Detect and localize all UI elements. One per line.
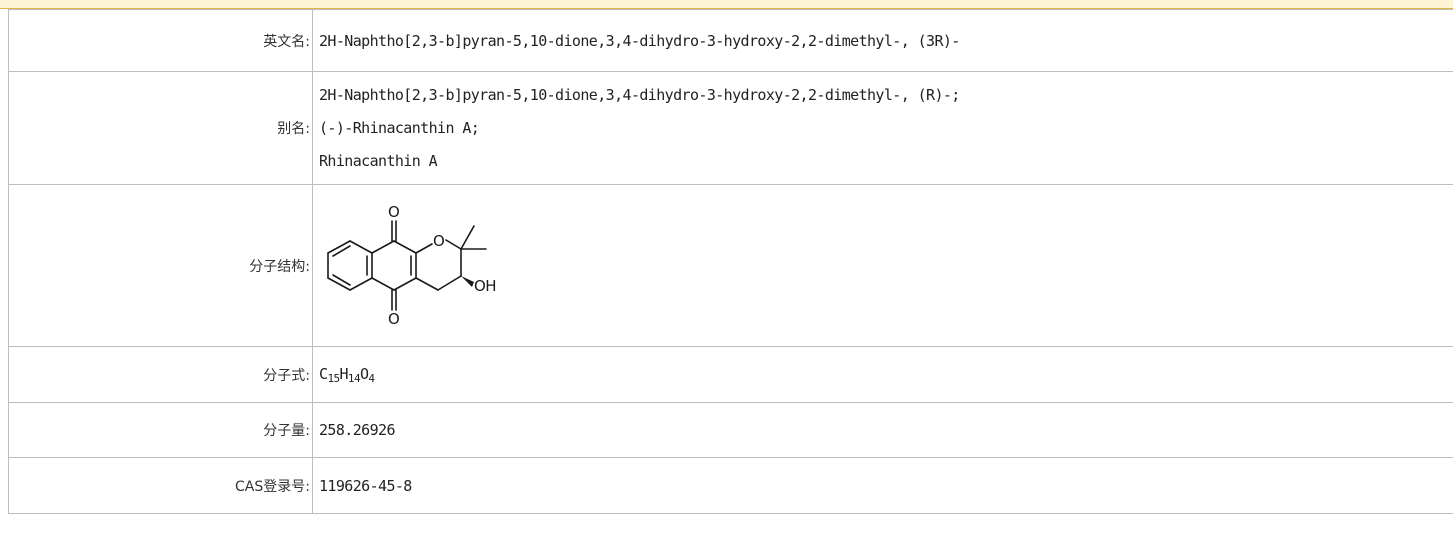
row-cas: CAS登录号: 119626-45-8 bbox=[8, 457, 1453, 514]
synonym-item: Rhinacanthin A bbox=[319, 151, 438, 170]
row-synonyms: 别名: 2H-Naphtho[2,3-b]pyran-5,10-dione,3,… bbox=[8, 71, 1453, 185]
formula-element: O bbox=[359, 364, 369, 383]
cas-label: CAS登录号: bbox=[8, 457, 313, 514]
formula-count: 14 bbox=[347, 371, 361, 385]
synonym-item: (-)-Rhinacanthin A; bbox=[319, 118, 480, 137]
structure-cell: O O O OH bbox=[312, 184, 1453, 347]
atom-oxygen-ring: O bbox=[433, 232, 444, 250]
english-name-label: 英文名: bbox=[8, 9, 313, 72]
molecular-structure-image: O O O OH bbox=[327, 203, 496, 328]
english-name-value: 2H-Naphtho[2,3-b]pyran-5,10-dione,3,4-di… bbox=[312, 9, 1453, 72]
molecular-weight-label: 分子量: bbox=[8, 402, 313, 458]
row-english-name: 英文名: 2H-Naphtho[2,3-b]pyran-5,10-dione,3… bbox=[8, 9, 1453, 72]
compound-info-table: 英文名: 2H-Naphtho[2,3-b]pyran-5,10-dione,3… bbox=[8, 9, 1453, 514]
row-formula: 分子式: C15H14O4 bbox=[8, 346, 1453, 403]
formula-element: C bbox=[319, 364, 328, 383]
synonym-item: 2H-Naphtho[2,3-b]pyran-5,10-dione,3,4-di… bbox=[319, 85, 960, 104]
atom-hydroxyl: OH bbox=[474, 277, 496, 295]
atom-oxygen-top: O bbox=[388, 203, 399, 221]
row-molecular-weight: 分子量: 258.26926 bbox=[8, 402, 1453, 458]
synonyms-cell: 2H-Naphtho[2,3-b]pyran-5,10-dione,3,4-di… bbox=[312, 71, 1453, 185]
row-structure: 分子结构: bbox=[8, 184, 1453, 347]
synonyms-label: 别名: bbox=[8, 71, 313, 185]
formula-count: 4 bbox=[368, 371, 375, 385]
structure-label: 分子结构: bbox=[8, 184, 313, 347]
top-banner bbox=[0, 0, 1453, 9]
molecular-weight-value: 258.26926 bbox=[312, 402, 1453, 458]
formula-value: C15H14O4 bbox=[312, 346, 1453, 403]
formula-element: H bbox=[339, 364, 348, 383]
cas-value: 119626-45-8 bbox=[312, 457, 1453, 514]
formula-count: 15 bbox=[327, 371, 340, 385]
atom-oxygen-bottom: O bbox=[388, 310, 399, 328]
formula-label: 分子式: bbox=[8, 346, 313, 403]
